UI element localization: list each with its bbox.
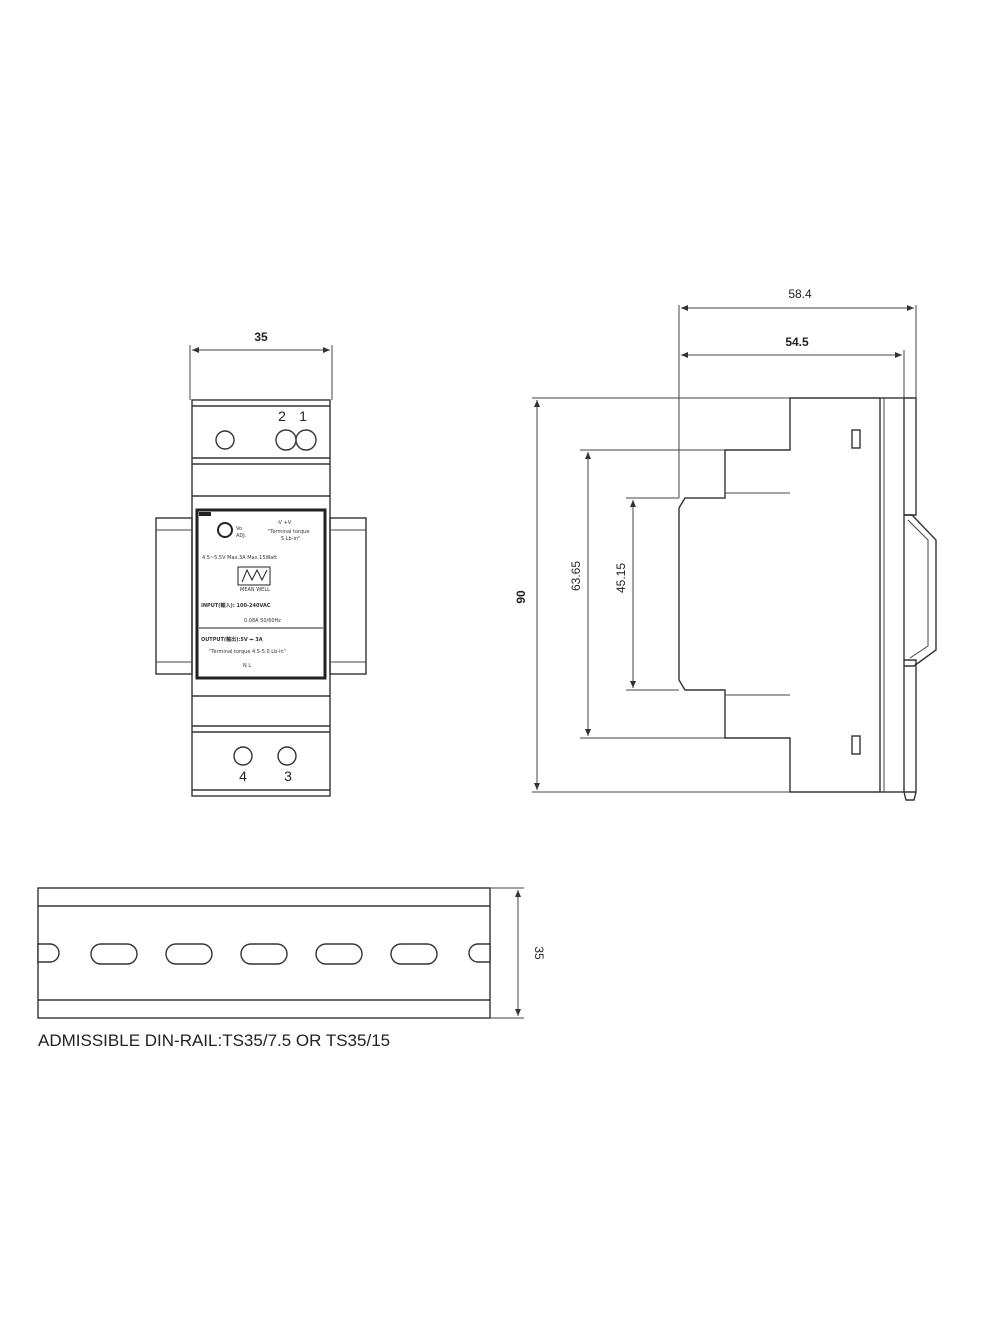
svg-text:"Terminal torque 4.5-5.0 Lb-in: "Terminal torque 4.5-5.0 Lb-in" [209, 649, 286, 655]
rail-notch-left [37, 943, 60, 963]
terminal-label-2: 2 [278, 408, 286, 424]
rail-slot [390, 943, 438, 965]
din-rail-caption: ADMISSIBLE DIN-RAIL:TS35/7.5 OR TS35/15 [38, 1031, 390, 1050]
din-rail-clip [904, 514, 937, 667]
vo-adj-potentiometer [217, 522, 233, 538]
svg-text:ADJ.: ADJ. [236, 533, 247, 539]
bottom-terminal-hole-right [277, 746, 297, 766]
rail-outline [37, 887, 491, 1019]
terminal-label-1: 1 [299, 408, 307, 424]
din-rail-view: 35 ADMISSIBLE DIN-RAIL:TS35/7.5 OR TS35/… [37, 887, 546, 1050]
rear-lower-lip [904, 659, 917, 793]
svg-text:N L: N L [243, 663, 251, 669]
svg-text:INPUT(輸入): 100-240VAC: INPUT(輸入): 100-240VAC [201, 602, 271, 609]
svg-text:OUTPUT(輸出):5V ⎓ 3A: OUTPUT(輸出):5V ⎓ 3A [201, 636, 263, 643]
top-terminal-screws [275, 429, 317, 451]
side-view: 58.4 54.5 90 63.65 45.15 [514, 287, 937, 801]
bottom-terminal-hole-left [233, 746, 253, 766]
rail-notch-right [468, 943, 491, 963]
terminal-label-3: 3 [284, 768, 292, 784]
rail-height-label: 35 [532, 946, 546, 960]
svg-text:Vo: Vo [236, 526, 242, 532]
rear-case [879, 397, 905, 793]
svg-text:4.5~5.5V Max.3A Max.15Watt: 4.5~5.5V Max.3A Max.15Watt [202, 555, 277, 561]
front-view: 35 2 1 4 3 Vo [155, 330, 367, 797]
brand-logo-mark [241, 568, 268, 583]
label-plate: Vo ADJ. -V +V "Terminal torque 5 Lb-in" … [195, 508, 327, 680]
step-height-label: 63.65 [569, 561, 583, 591]
body-depth-label: 54.5 [785, 335, 809, 349]
rail-slot [240, 943, 288, 965]
svg-text:"Terminal torque: "Terminal torque [268, 529, 309, 535]
din-clip-left [155, 517, 193, 675]
terminal-label-4: 4 [239, 768, 247, 784]
side-profile-outline [678, 397, 880, 793]
height-label: 90 [514, 590, 528, 604]
din-clip-right [329, 517, 367, 675]
front-height-label: 45.15 [614, 563, 628, 593]
svg-text:0.08A 50/60Hz: 0.08A 50/60Hz [244, 618, 281, 624]
top-terminal-hole-left [215, 430, 235, 450]
rail-slot [165, 943, 213, 965]
rail-slot [315, 943, 363, 965]
rear-upper-lip [904, 397, 917, 516]
svg-text:5 Lb-in": 5 Lb-in" [281, 536, 300, 542]
svg-text:-V +V: -V +V [277, 520, 292, 526]
vent-slot-bottom [851, 735, 861, 755]
release-tab [903, 791, 917, 801]
front-width-label: 35 [254, 330, 268, 344]
brand-logo-box [237, 566, 271, 586]
vent-slot-top [851, 429, 861, 449]
svg-text:MEAN WELL: MEAN WELL [240, 587, 270, 593]
overall-depth-label: 58.4 [788, 287, 812, 301]
rail-slot [90, 943, 138, 965]
